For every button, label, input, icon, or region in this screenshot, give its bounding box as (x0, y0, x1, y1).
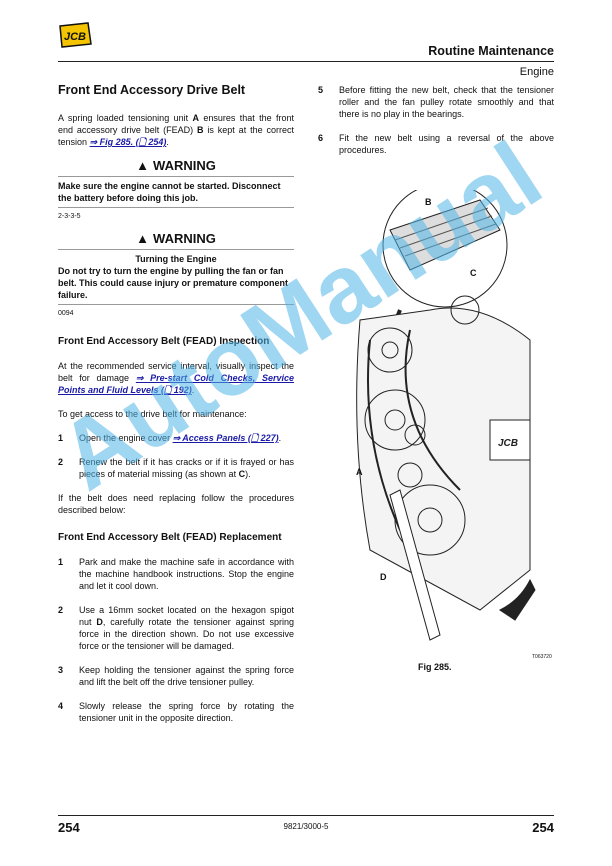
warning-box-1: ▲WARNING Make sure the engine cannot be … (58, 158, 294, 223)
page-heading: Front End Accessory Drive Belt (58, 83, 246, 97)
warning-triangle-icon: ▲ (136, 231, 150, 246)
replacement-heading: Front End Accessory Belt (FEAD) Replacem… (58, 532, 282, 543)
warning-triangle-icon: ▲ (136, 158, 150, 173)
svg-text:JCB: JCB (498, 438, 518, 449)
access-panels-link[interactable]: ⇒ Access Panels (🗋 227) (172, 433, 279, 443)
document-number: 9821/3000-5 (283, 822, 329, 831)
figure-code: T063720 (532, 654, 552, 660)
intro-paragraph: A spring loaded tensioning unit A ensure… (58, 113, 294, 147)
prestart-link[interactable]: ⇒ Pre-start Cold Checks, Service Points … (58, 373, 294, 395)
engine-belt-illustration: JCB B C A D (356, 190, 536, 641)
label-c: C (470, 268, 477, 278)
warning-box-2: ▲WARNING Turning the Engine Do not try t… (58, 231, 294, 320)
inspection-heading: Front End Accessory Belt (FEAD) Inspecti… (58, 336, 270, 347)
svg-text:JCB: JCB (64, 31, 86, 43)
figure-caption: Fig 285. (418, 662, 452, 672)
footer-divider (58, 815, 554, 816)
header-divider (58, 61, 554, 62)
fig-link[interactable]: ⇒ Fig 285. (🗋 254) (89, 137, 167, 147)
label-a: A (356, 467, 363, 477)
section-subtitle: Engine (519, 66, 554, 78)
left-column: Front End Accessory Drive Belt A spring … (58, 83, 294, 723)
page-number-right: 254 (532, 820, 554, 835)
label-b: B (425, 197, 432, 207)
page-number-left: 254 (58, 820, 80, 835)
section-title: Routine Maintenance (428, 44, 554, 58)
jcb-logo: JCB (59, 22, 92, 48)
label-d: D (380, 572, 387, 582)
